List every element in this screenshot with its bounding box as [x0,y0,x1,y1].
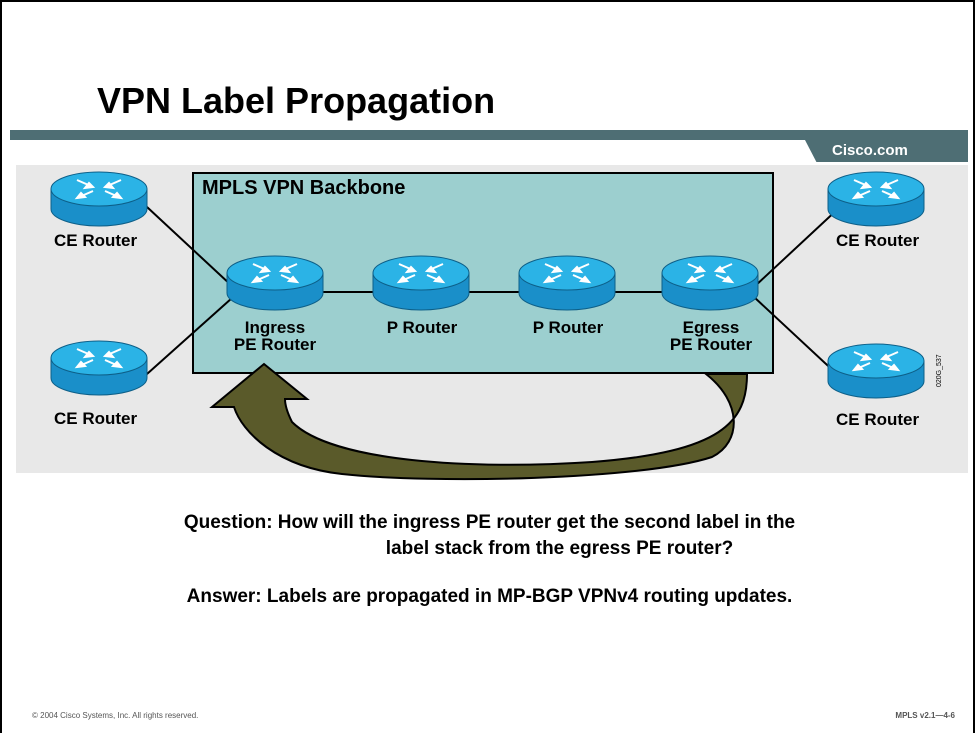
question-line-2: label stack from the egress PE router? [385,538,734,559]
ce-top-right-router-icon [827,171,925,227]
slide-title: VPN Label Propagation [97,80,496,121]
p-router-2-icon [518,255,616,311]
label-p-router-1: P Router [386,318,458,337]
answer-line: Answer: Labels are propagated in MP-BGP … [186,586,793,607]
label-p-router-2: P Router [532,318,604,337]
link-pe-ce-bottom-right [753,296,841,378]
link-ce-bottom-left-pe [146,297,233,375]
label-ce-bottom-left: CE Router [54,409,138,428]
p-router-1-icon [372,255,470,311]
brand-tab [805,140,968,162]
label-egress-pe: Egress PE Router [669,318,753,354]
link-ce-top-left-pe [146,206,233,287]
figure-id: 020G_537 [936,354,943,387]
ingress-pe-router-icon [226,255,324,311]
label-ce-top-left: CE Router [54,231,138,250]
copyright-footer: © 2004 Cisco Systems, Inc. All rights re… [32,711,199,720]
ce-top-left-router-icon [50,171,148,227]
links [146,206,841,378]
course-footer: MPLS v2.1—4-6 [895,711,955,720]
egress-pe-router-icon [661,255,759,311]
label-ingress-pe: Ingress PE Router [233,318,317,354]
label-ce-top-right: CE Router [836,231,920,250]
question-line-1: Question: How will the ingress PE router… [183,512,796,533]
curved-arrow-icon [209,362,749,481]
brand-label: Cisco.com [832,142,908,159]
header-bar [10,130,968,140]
label-ce-bottom-right: CE Router [836,410,920,429]
ce-bottom-right-router-icon [827,343,925,399]
ce-bottom-left-router-icon [50,340,148,396]
link-pe-ce-top-right [753,206,841,288]
backbone-label: MPLS VPN Backbone [202,177,406,199]
